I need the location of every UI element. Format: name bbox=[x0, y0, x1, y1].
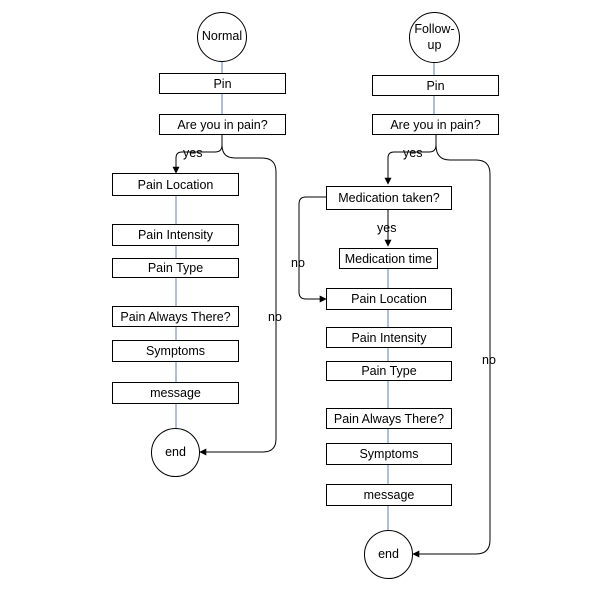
connector-medication-no bbox=[298, 196, 327, 303]
right-step-label: Pain Type bbox=[361, 364, 417, 378]
right-question-box: Are you in pain? bbox=[372, 114, 499, 135]
medication-time-label: Medication time bbox=[344, 251, 433, 266]
medication-yes-label: yes bbox=[377, 221, 397, 235]
left-question-label: Are you in pain? bbox=[177, 117, 268, 132]
right-step-pain-location: Pain Location bbox=[326, 288, 452, 310]
left-step-message: message bbox=[112, 382, 239, 404]
left-step-label: Pain Always There? bbox=[120, 309, 231, 324]
left-pin-label: Pin bbox=[213, 76, 232, 91]
connector-right-no bbox=[412, 144, 491, 558]
left-step-label: Pain Type bbox=[147, 261, 204, 275]
start-followup-label: Follow- up bbox=[414, 21, 455, 52]
left-step-label: Pain Location bbox=[137, 177, 214, 192]
left-end-node: end bbox=[151, 428, 200, 477]
right-step-label: Pain Intensity bbox=[351, 330, 427, 345]
medication-taken-box: Medication taken? bbox=[326, 186, 452, 210]
left-step-label: Pain Intensity bbox=[137, 228, 214, 242]
right-step-pain-intensity: Pain Intensity bbox=[326, 327, 452, 348]
left-yes-label: yes bbox=[183, 146, 203, 160]
medication-no-label: no bbox=[291, 256, 305, 270]
left-pin-box: Pin bbox=[159, 73, 286, 94]
start-followup-node: Follow- up bbox=[409, 12, 460, 63]
right-step-pain-type: Pain Type bbox=[326, 361, 452, 381]
start-normal-node: Normal bbox=[197, 12, 247, 62]
start-normal-label: Normal bbox=[201, 29, 243, 44]
right-step-label: message bbox=[363, 488, 415, 502]
right-yes-label: yes bbox=[403, 146, 423, 160]
left-end-label: end bbox=[165, 444, 186, 459]
right-step-symptoms: Symptoms bbox=[326, 443, 452, 465]
left-question-box: Are you in pain? bbox=[159, 114, 286, 135]
right-step-label: Pain Always There? bbox=[333, 411, 445, 426]
connector-left-yes bbox=[172, 135, 223, 174]
connector-right-yes bbox=[384, 135, 437, 185]
left-step-pain-always-there: Pain Always There? bbox=[112, 306, 239, 327]
left-step-pain-type: Pain Type bbox=[112, 258, 239, 278]
right-step-message: message bbox=[326, 484, 452, 506]
right-pin-box: Pin bbox=[372, 75, 499, 96]
right-question-label: Are you in pain? bbox=[390, 117, 481, 132]
connector-left-no bbox=[199, 144, 277, 456]
medication-taken-label: Medication taken? bbox=[338, 191, 440, 205]
left-step-label: Symptoms bbox=[145, 344, 206, 358]
right-end-label: end bbox=[378, 546, 399, 561]
left-step-pain-intensity: Pain Intensity bbox=[112, 224, 239, 246]
left-step-pain-location: Pain Location bbox=[112, 173, 239, 196]
left-step-symptoms: Symptoms bbox=[112, 340, 239, 362]
medication-time-box: Medication time bbox=[339, 248, 438, 269]
left-no-label: no bbox=[268, 310, 282, 324]
right-step-label: Symptoms bbox=[359, 447, 419, 461]
right-pin-label: Pin bbox=[426, 78, 445, 93]
right-step-pain-always-there: Pain Always There? bbox=[326, 408, 452, 429]
right-end-node: end bbox=[364, 530, 413, 579]
left-step-label: message bbox=[150, 386, 201, 400]
right-no-label: no bbox=[482, 353, 496, 367]
right-step-label: Pain Location bbox=[351, 292, 427, 306]
